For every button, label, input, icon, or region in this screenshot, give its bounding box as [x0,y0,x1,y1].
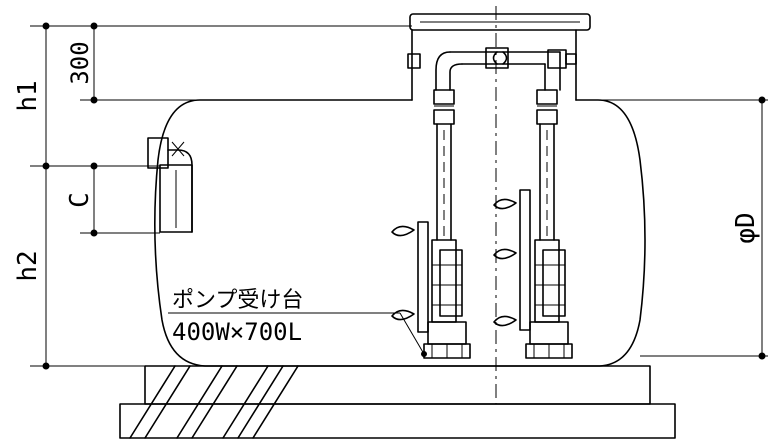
label-h2: h2 [13,250,43,281]
label-c: C [65,192,95,208]
callout-size: 400W×700L [172,318,302,346]
label-diameter: φD [731,212,761,243]
pump-left [391,89,471,359]
label-h1: h1 [13,80,43,111]
dimension-lines [30,22,768,370]
label-300: 300 [66,41,94,84]
pump-base-callout: ポンプ受け台 400W×700L [168,288,427,357]
discharge-piping [407,47,577,91]
tank-body [154,13,646,367]
foundation [119,365,676,439]
callout-title: ポンプ受け台 [172,288,303,313]
inlet-pipe [147,137,193,233]
pump-right [493,89,573,359]
